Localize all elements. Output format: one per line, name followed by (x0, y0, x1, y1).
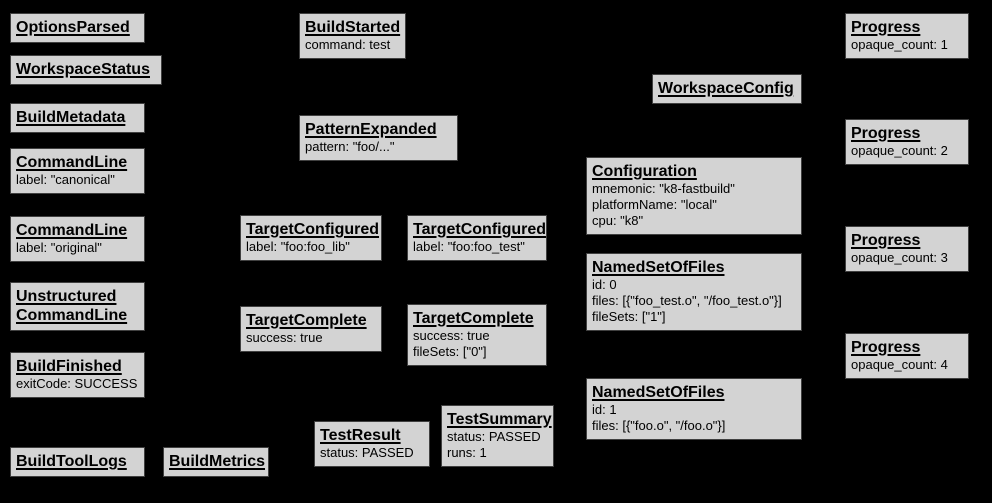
node-title: BuildFinished (16, 358, 122, 375)
node-title: BuildMetadata (16, 109, 126, 126)
node-workspace-config: WorkspaceConfig (652, 74, 802, 104)
node-field: files: [{"foo_test.o", "/foo_test.o"}] (592, 293, 782, 308)
node-field: success: true (413, 328, 490, 343)
node-progress-3: Progress opaque_count: 3 (845, 226, 969, 272)
node-build-metrics: BuildMetrics (163, 447, 269, 477)
node-title: Progress (851, 339, 921, 356)
node-title: CommandLine (16, 154, 128, 171)
node-field: exitCode: SUCCESS (16, 376, 138, 391)
node-test-summary: TestSummary status: PASSED runs: 1 (441, 405, 554, 467)
node-progress-1: Progress opaque_count: 1 (845, 13, 969, 59)
node-unstructured-command-line: Unstructured CommandLine (10, 282, 145, 331)
node-test-result: TestResult status: PASSED (314, 421, 430, 467)
node-title: Progress (851, 125, 921, 142)
node-title: PatternExpanded (305, 121, 437, 138)
node-pattern-expanded: PatternExpanded pattern: "foo/..." (299, 115, 458, 161)
node-title: TargetComplete (413, 310, 534, 327)
node-title: TargetConfigured (413, 221, 547, 238)
node-target-configured-foo-test: TargetConfigured label: "foo:foo_test" (407, 215, 547, 261)
node-field: status: PASSED (447, 429, 541, 444)
node-field: success: true (246, 330, 323, 345)
node-title: TestSummary (447, 411, 552, 428)
node-title: CommandLine (16, 222, 128, 239)
node-field: label: "original" (16, 240, 102, 255)
node-command-line-canonical: CommandLine label: "canonical" (10, 148, 145, 194)
node-title: WorkspaceStatus (16, 61, 150, 78)
node-build-finished: BuildFinished exitCode: SUCCESS (10, 352, 145, 398)
node-title: Progress (851, 19, 921, 36)
node-title: Configuration (592, 163, 697, 180)
node-title: TargetConfigured (246, 221, 380, 238)
node-title: TargetComplete (246, 312, 367, 329)
node-title: TestResult (320, 427, 401, 444)
node-title: NamedSetOfFiles (592, 259, 725, 276)
node-progress-4: Progress opaque_count: 4 (845, 333, 969, 379)
node-title: BuildStarted (305, 19, 401, 36)
node-field: command: test (305, 37, 391, 52)
node-field: id: 1 (592, 402, 617, 417)
node-field: mnemonic: "k8-fastbuild" (592, 181, 735, 196)
node-build-metadata: BuildMetadata (10, 103, 145, 133)
node-target-complete-foo-test: TargetComplete success: true fileSets: [… (407, 304, 547, 366)
node-field: platformName: "local" (592, 197, 717, 212)
node-field: id: 0 (592, 277, 617, 292)
node-workspace-status: WorkspaceStatus (10, 55, 162, 85)
node-field: opaque_count: 4 (851, 357, 948, 372)
node-field: cpu: "k8" (592, 213, 644, 228)
node-build-started: BuildStarted command: test (299, 13, 406, 59)
node-field: fileSets: ["0"] (413, 344, 487, 359)
node-field: runs: 1 (447, 445, 487, 460)
node-options-parsed: OptionsParsed (10, 13, 145, 43)
node-field: opaque_count: 1 (851, 37, 948, 52)
node-title: BuildMetrics (169, 453, 266, 470)
node-named-set-of-files-1: NamedSetOfFiles id: 1 files: [{"foo.o", … (586, 378, 802, 440)
node-title: WorkspaceConfig (658, 80, 794, 97)
node-configuration: Configuration mnemonic: "k8-fastbuild" p… (586, 157, 802, 235)
node-build-tool-logs: BuildToolLogs (10, 447, 145, 477)
node-field: opaque_count: 3 (851, 250, 948, 265)
node-title: Unstructured CommandLine (16, 288, 128, 324)
node-title: NamedSetOfFiles (592, 384, 725, 401)
node-field: fileSets: ["1"] (592, 309, 666, 324)
node-command-line-original: CommandLine label: "original" (10, 216, 145, 262)
node-field: label: "canonical" (16, 172, 115, 187)
node-field: status: PASSED (320, 445, 414, 460)
node-title: Progress (851, 232, 921, 249)
node-title: OptionsParsed (16, 19, 130, 36)
node-field: label: "foo:foo_lib" (246, 239, 350, 254)
node-progress-2: Progress opaque_count: 2 (845, 119, 969, 165)
node-named-set-of-files-0: NamedSetOfFiles id: 0 files: [{"foo_test… (586, 253, 802, 331)
node-field: label: "foo:foo_test" (413, 239, 525, 254)
node-field: opaque_count: 2 (851, 143, 948, 158)
node-field: pattern: "foo/..." (305, 139, 395, 154)
node-target-complete-foo-lib: TargetComplete success: true (240, 306, 382, 352)
node-target-configured-foo-lib: TargetConfigured label: "foo:foo_lib" (240, 215, 382, 261)
node-field: files: [{"foo.o", "/foo.o"}] (592, 418, 726, 433)
node-title: BuildToolLogs (16, 453, 127, 470)
